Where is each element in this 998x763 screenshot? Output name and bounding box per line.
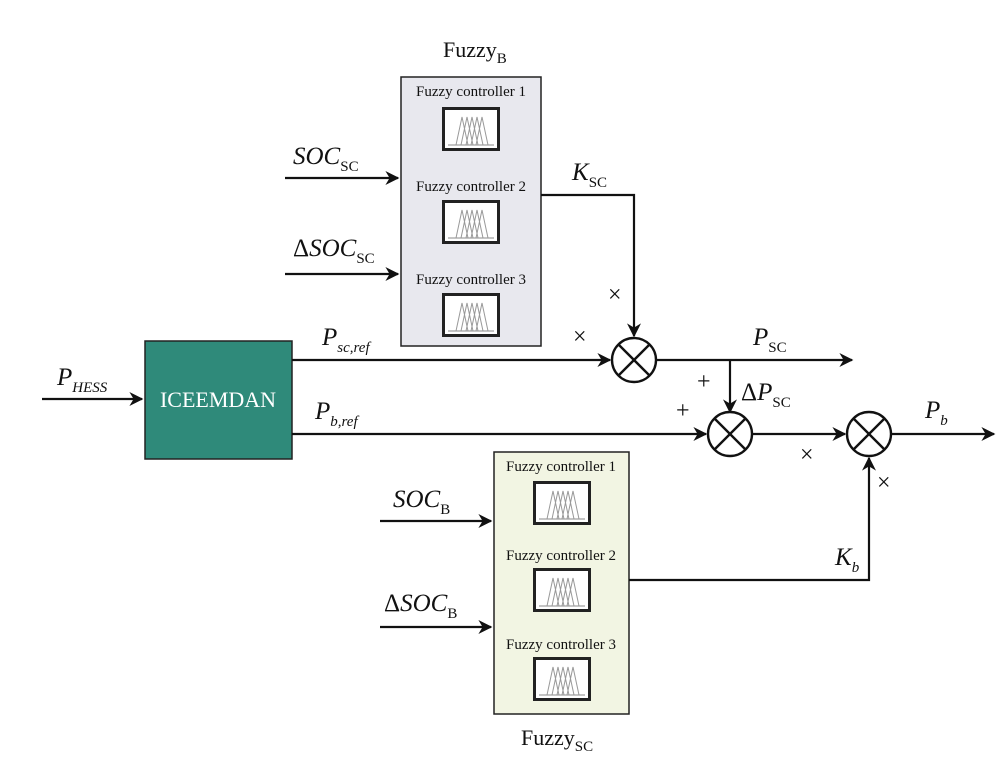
k-b-multiply-sign: ×	[877, 470, 891, 496]
multiplier-b	[845, 410, 893, 458]
dsoc-b-label: ΔSOCB	[384, 590, 457, 622]
sum-output-multiply-sign: ×	[800, 442, 814, 468]
k-sc-label: KSC	[571, 159, 607, 191]
p-b-ref-label: Pb,ref	[314, 398, 359, 430]
fuzzy-sc-block: Fuzzy controller 1 Fuzzy controller 2 Fu…	[493, 451, 630, 755]
delta-p-sc-plus-sign: +	[697, 369, 711, 395]
soc-b-label: SOCB	[393, 486, 450, 518]
p-b-label: Pb	[924, 397, 948, 429]
delta-p-sc-label: ΔPSC	[741, 379, 791, 411]
k-b-wire	[629, 456, 876, 582]
p-hess-label: PHESS	[56, 364, 108, 396]
fuzzy-b-title: FuzzyB	[443, 37, 507, 67]
fuzzy-sc-title: FuzzySC	[521, 725, 593, 755]
soc-sc-label: SOCSC	[293, 143, 359, 175]
multiplier-sc	[610, 336, 658, 384]
k-b-label: Kb	[834, 544, 860, 576]
fuzzy-b-controller-2-label: Fuzzy controller 2	[416, 179, 526, 195]
fuzzy-b-controller-3-membership-icon	[442, 293, 500, 337]
fuzzy-b-controller-1-label: Fuzzy controller 1	[416, 84, 526, 100]
fuzzy-b-controller-2-membership-icon	[442, 200, 500, 244]
fuzzy-b-block: FuzzyB Fuzzy controller 1 Fuzzy controll…	[400, 37, 542, 347]
p-sc-label: PSC	[752, 324, 787, 356]
fuzzy-sc-controller-3-label: Fuzzy controller 3	[506, 637, 616, 653]
iceemdan-block: ICEEMDAN	[144, 340, 293, 460]
p-b-ref-plus-sign: +	[676, 398, 690, 424]
k-sc-multiply-sign: ×	[608, 282, 622, 308]
fuzzy-b-controller-1-membership-icon	[442, 107, 500, 151]
p-sc-ref-label: Psc,ref	[321, 324, 371, 356]
iceemdan-box	[144, 340, 293, 460]
fuzzy-sc-controller-2-label: Fuzzy controller 2	[506, 548, 616, 564]
fuzzy-sc-controller-3-membership-icon	[533, 657, 591, 701]
multiplier-b-sum	[706, 410, 754, 458]
k-sc-wire	[541, 193, 641, 338]
dsoc-sc-label: ΔSOCSC	[293, 235, 375, 267]
fuzzy-sc-controller-2-membership-icon	[533, 568, 591, 612]
iceemdan-label: ICEEMDAN	[160, 387, 276, 412]
fuzzy-b-controller-3-label: Fuzzy controller 3	[416, 272, 526, 288]
fuzzy-sc-controller-1-label: Fuzzy controller 1	[506, 459, 616, 475]
fuzzy-sc-controller-1-membership-icon	[533, 481, 591, 525]
p-sc-ref-multiply-sign: ×	[573, 324, 587, 350]
